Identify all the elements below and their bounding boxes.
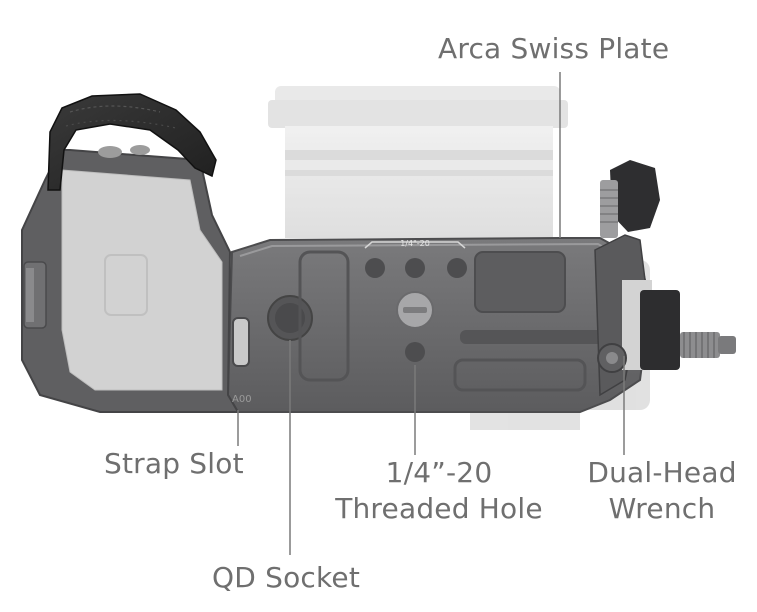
callout-threaded-hole: 1/4”-20 Threaded Hole xyxy=(322,455,556,527)
callout-strap-slot: Strap Slot xyxy=(104,447,244,480)
strap-slot-opening xyxy=(232,317,250,367)
cage-code: A00 xyxy=(232,394,252,405)
callout-wrench-line2: Wrench xyxy=(608,492,716,525)
top-thumbscrew xyxy=(600,160,660,238)
callout-threaded-hole-line2: Threaded Hole xyxy=(335,492,543,525)
locking-knob xyxy=(640,290,736,370)
threaded-hole xyxy=(405,342,425,362)
grip-rubber xyxy=(47,93,217,191)
cage-side-frame xyxy=(21,149,240,413)
callout-arca-swiss-plate: Arca Swiss Plate xyxy=(438,32,670,65)
plate-marking: 1/4"-20 xyxy=(400,239,430,248)
callout-qd-socket: QD Socket xyxy=(212,561,361,594)
callout-wrench-line1: Dual-Head xyxy=(587,456,737,489)
callout-threaded-hole-line1: 1/4”-20 xyxy=(385,456,493,489)
camera-lens-ghost xyxy=(268,86,568,238)
callout-dual-head-wrench: Dual-Head Wrench xyxy=(577,455,747,527)
leader-lines xyxy=(237,72,625,555)
plate-holes: 1/4"-20 A00 xyxy=(232,239,610,405)
